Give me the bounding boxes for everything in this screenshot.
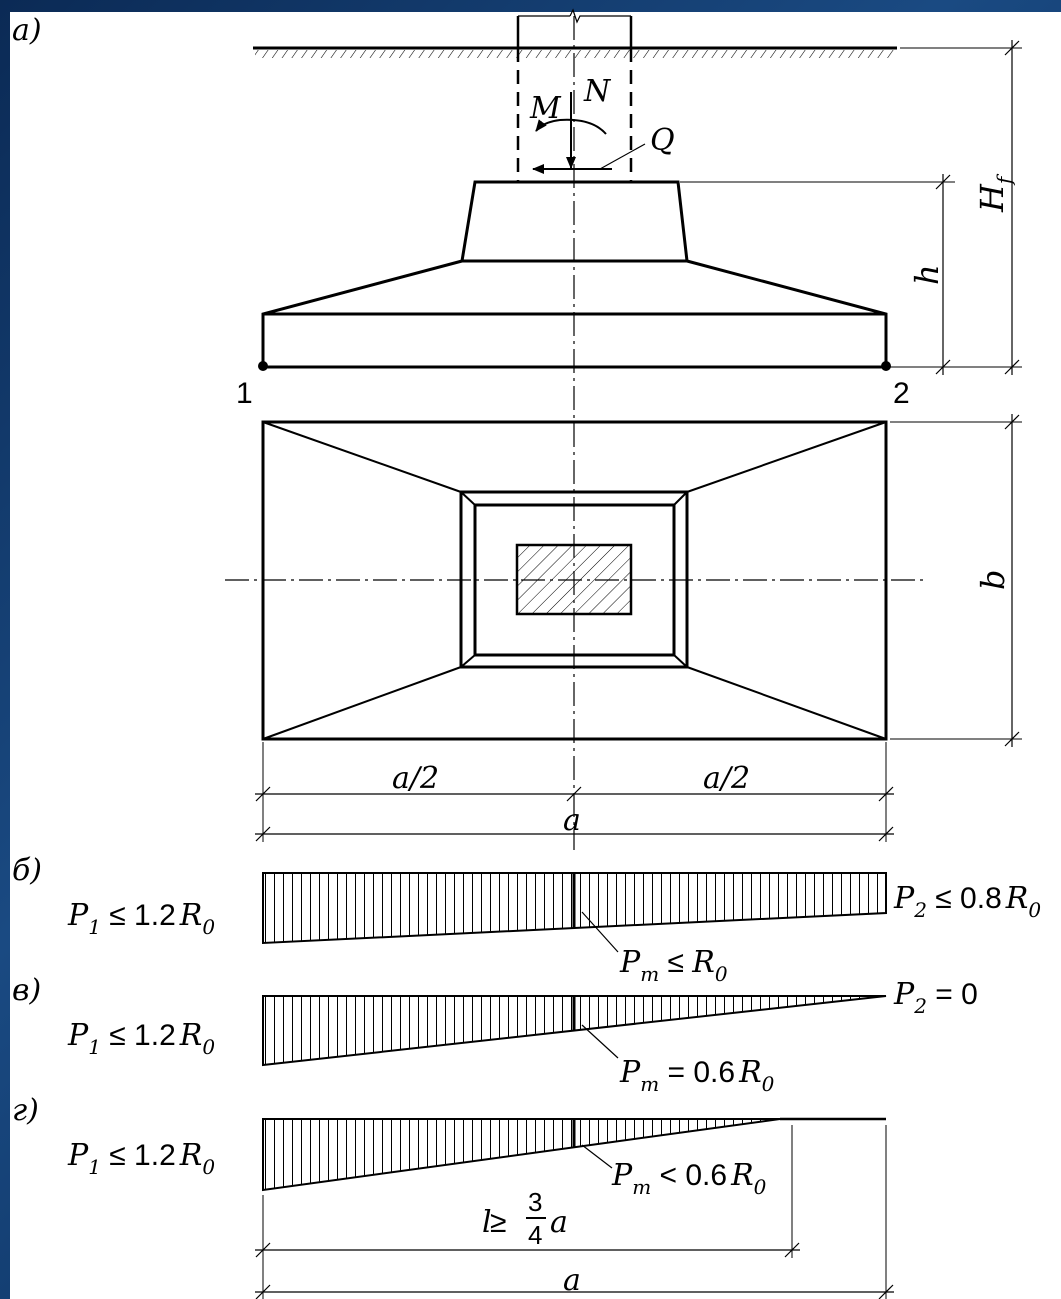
length-dimensions: [255, 742, 894, 842]
ground-surface: [253, 46, 897, 58]
moment-label: M: [529, 91, 562, 126]
p2-label-v: P2 = 0: [893, 977, 978, 1018]
dimension-half-a-right: a/2: [703, 761, 750, 796]
pm-label-b: Pm ≤ R0: [619, 945, 728, 986]
height-dimensions: [680, 40, 1022, 375]
point-1-marker: [258, 361, 268, 371]
column: [516, 8, 633, 182]
axial-force-label: N: [583, 74, 612, 109]
footing-elevation: [261, 180, 888, 369]
shear-force-label: Q: [650, 123, 675, 158]
panel-label-g: г): [12, 1093, 39, 1128]
pressure-diagram-v: [262, 995, 887, 1067]
load-arrows: [532, 92, 646, 174]
svg-text:3: 3: [528, 1187, 542, 1217]
svg-text:≥: ≥: [490, 1206, 506, 1239]
l-dimension-label: l ≥ 3 4 a: [482, 1187, 568, 1250]
point-1-label: 1: [236, 377, 253, 410]
svg-text:a: a: [550, 1205, 568, 1240]
point-2-label: 2: [893, 377, 910, 410]
pressure-diagram-g: [262, 1117, 886, 1192]
dimension-a-bottom: a: [563, 1263, 581, 1298]
dimension-b: b: [974, 570, 1012, 590]
dimension-Hf: Hf: [973, 173, 1016, 213]
pressure-diagram-b: [262, 872, 887, 953]
dimension-a: a: [563, 803, 581, 838]
dimension-h: h: [908, 264, 946, 285]
bottom-dimensions: [255, 1125, 894, 1299]
svg-text:4: 4: [528, 1220, 542, 1250]
point-2-marker: [881, 361, 891, 371]
dimension-half-a-left: a/2: [392, 761, 439, 796]
svg-text:l: l: [482, 1205, 492, 1240]
panel-label-v: в): [12, 973, 41, 1008]
panel-label-a: а): [12, 13, 42, 48]
width-dimension: [890, 414, 1022, 747]
panel-label-b: б): [12, 853, 42, 888]
